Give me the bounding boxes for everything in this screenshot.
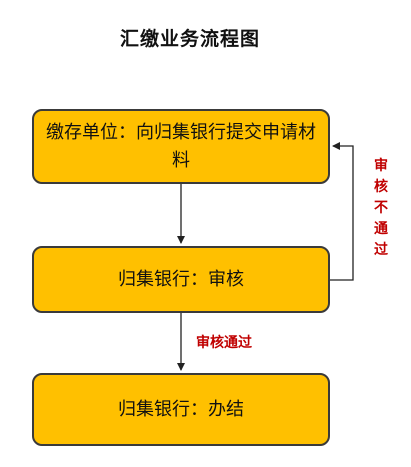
arrow-review-reject-loop [330,142,354,281]
edge-label-reject: 审核不通过 [374,158,388,258]
step-bank-review: 归集银行：审核 [32,246,330,313]
step-submit-application: 缴存单位：向归集银行提交申请材料 [32,109,330,184]
edge-label-pass: 审核通过 [196,335,252,351]
diagram-title: 汇缴业务流程图 [119,28,260,50]
step-complete: 归集银行：办结 [32,373,330,446]
